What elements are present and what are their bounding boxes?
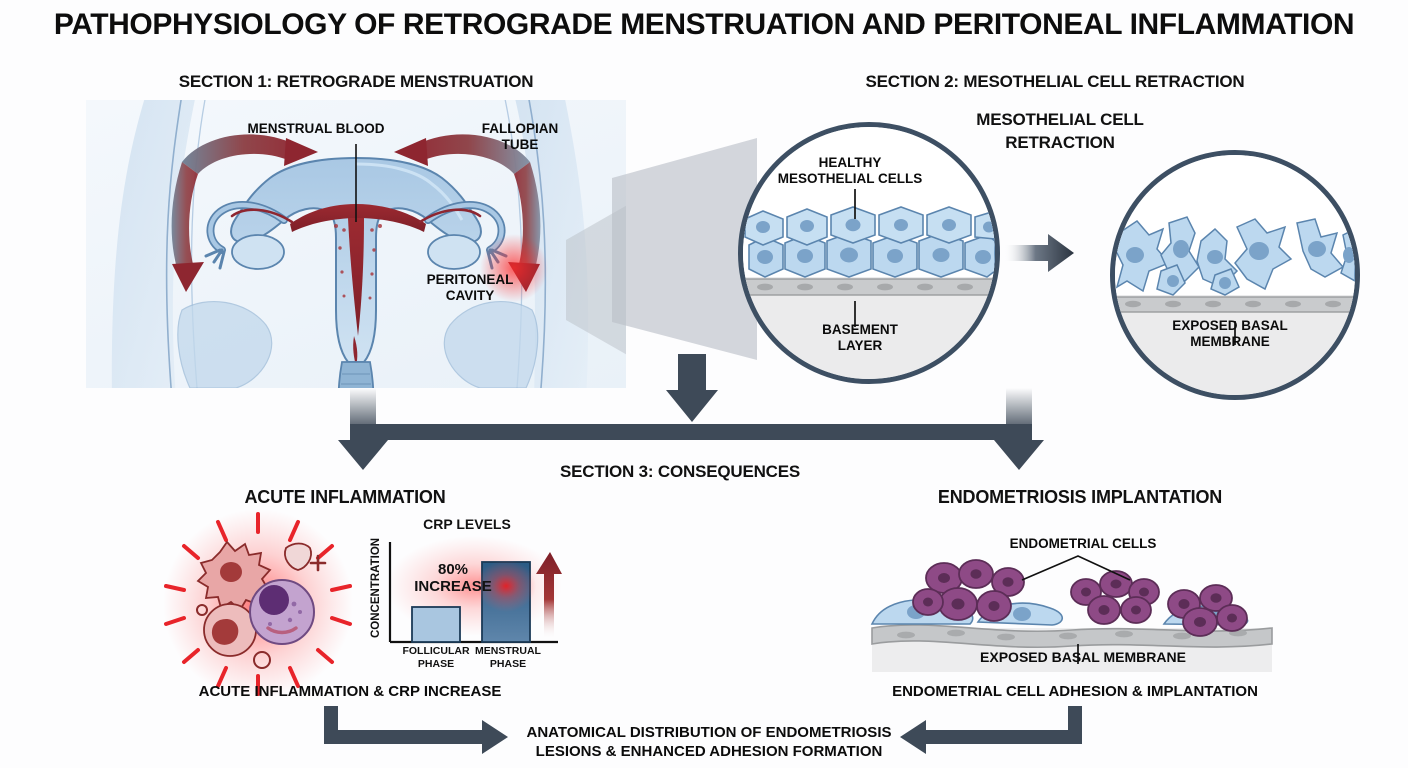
label-fallopian-tube-line2: TUBE <box>501 137 539 152</box>
crp-tick-follicular-line2: PHASE <box>417 658 455 670</box>
implantation-illustration <box>870 555 1273 672</box>
magnification-cone-outer <box>612 138 757 360</box>
label-endometrial-cells: ENDOMETRIAL CELLS <box>1009 536 1157 551</box>
outcome-converging-arrows <box>324 706 1082 754</box>
mesothelial-retraction-subheading-line2: RETRACTION <box>1005 133 1115 152</box>
inflammation-cells-illustration <box>163 509 353 699</box>
anatomy-panel <box>86 100 626 388</box>
crp-increase-annotation-line1: 80% <box>437 561 469 578</box>
retracted-mesothelium-circle <box>1110 150 1360 400</box>
crp-chart-plot <box>386 536 562 644</box>
crp-tick-follicular-line1: FOLLICULAR <box>402 645 470 657</box>
mesothelial-retraction-subheading-line1: MESOTHELIAL CELL <box>976 110 1144 129</box>
transition-arrow-icon <box>1004 234 1074 272</box>
label-fallopian-tube-line1: FALLOPIAN <box>481 121 559 136</box>
outcome-text-line1: ANATOMICAL DISTRIBUTION OF ENDOMETRIOSIS <box>526 724 892 741</box>
crp-increase-annotation-line2: INCREASE <box>414 578 492 595</box>
label-exposed-basal-membrane-circle-line2: MEMBRANE <box>1190 334 1270 349</box>
acute-inflammation-heading: ACUTE INFLAMMATION <box>244 487 446 507</box>
outcome-text-line2: LESIONS & ENHANCED ADHESION FORMATION <box>535 743 883 760</box>
label-peritoneal-cavity-line1: PERITONEAL <box>426 272 514 287</box>
label-peritoneal-cavity-line2: CAVITY <box>445 288 495 303</box>
section-1-heading: SECTION 1: RETROGRADE MENSTRUATION <box>178 72 534 91</box>
crp-tick-menstrual-line2: PHASE <box>489 658 527 670</box>
endometriosis-implantation-heading: ENDOMETRIOSIS IMPLANTATION <box>937 487 1223 507</box>
label-exposed-basal-membrane-circle-line1: EXPOSED BASAL <box>1172 318 1288 333</box>
section-2-heading: SECTION 2: MESOTHELIAL CELL RETRACTION <box>865 72 1245 91</box>
crp-chart-title: CRP LEVELS <box>423 516 511 532</box>
label-healthy-mesothelial-cells-line1: HEALTHY <box>818 155 882 170</box>
endometriosis-implantation-caption: ENDOMETRIAL CELL ADHESION & IMPLANTATION <box>892 683 1258 700</box>
section-3-heading: SECTION 3: CONSEQUENCES <box>559 462 801 481</box>
healthy-mesothelium-circle <box>738 122 1000 384</box>
label-basement-layer-line1: BASEMENT <box>822 322 898 337</box>
acute-inflammation-caption: ACUTE INFLAMMATION & CRP INCREASE <box>198 683 502 700</box>
label-healthy-mesothelial-cells-line2: MESOTHELIAL CELLS <box>777 171 923 186</box>
page-title: PATHOPHYSIOLOGY OF RETROGRADE MENSTRUATI… <box>53 8 1355 41</box>
crp-chart: CRP LEVELS <box>362 516 562 670</box>
label-menstrual-blood: MENSTRUAL BLOOD <box>247 121 385 136</box>
label-exposed-basal-membrane-bottom: EXPOSED BASAL MEMBRANE <box>980 649 1186 665</box>
label-basement-layer-line2: LAYER <box>837 338 883 353</box>
magnification-cone <box>566 205 626 355</box>
crp-tick-menstrual-line1: MENSTRUAL <box>475 645 541 657</box>
distribution-arrow <box>338 354 1044 470</box>
crp-y-axis-label: CONCENTRATION <box>370 537 382 638</box>
retracted-cells-svg <box>1115 155 1355 395</box>
